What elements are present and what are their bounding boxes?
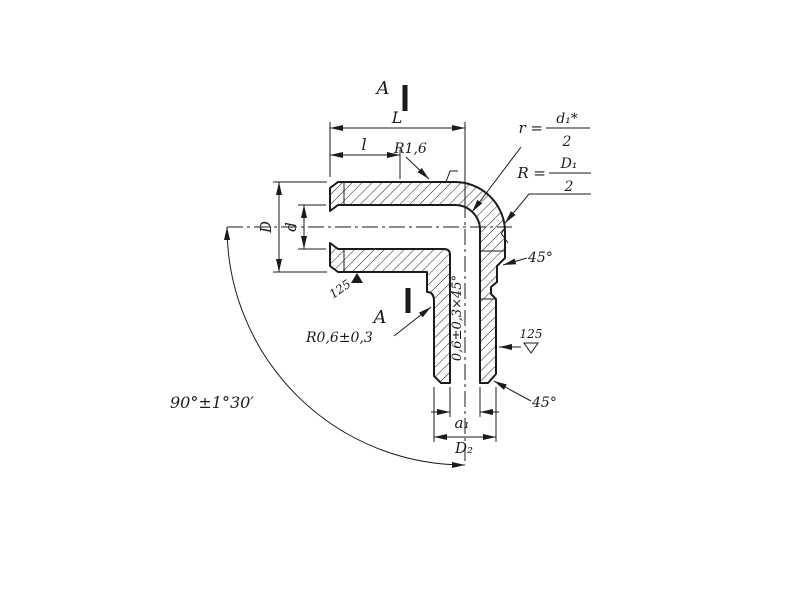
section-label-top: A [375, 78, 390, 99]
formula-R-numerator: D₁ [560, 156, 578, 172]
dim-D-label: D [257, 221, 275, 234]
dim-L-label: L [391, 108, 403, 127]
roughness-left-triangle-icon [351, 273, 363, 283]
dim-R16-label: R1,6 [393, 141, 427, 157]
roughness-right: 125 [499, 327, 543, 354]
dimension-chamfer-top: 45° [502, 250, 553, 266]
formula-r-numerator: d₁* [556, 111, 578, 127]
chamfer-top-label: 45° [527, 250, 553, 266]
dimension-l: l [330, 135, 401, 179]
bore-chamfer-label: 0,6±0,3×45° [450, 275, 465, 361]
dimension-R16: R1,6 [393, 141, 458, 183]
roughness-check-corner-icon [500, 226, 509, 244]
formula-inner-radius: r = d₁* 2 [471, 111, 590, 213]
dimension-axis-angle: 90°±1°30′ [170, 226, 466, 468]
formula-R-lhs: R = [516, 164, 546, 182]
dimension-R06: R0,6±0,3 [305, 306, 432, 346]
dim-d-label: d [282, 222, 300, 232]
formula-R-denominator: 2 [564, 179, 574, 195]
axis-angle-label: 90°±1°30′ [170, 393, 254, 412]
upper-wall-section [329, 181, 506, 384]
formula-r-denominator: 2 [562, 134, 572, 150]
roughness-left: 125 [327, 273, 363, 301]
formula-r-lhs: r = [518, 119, 543, 137]
chamfer-bottom-label: 45° [531, 395, 557, 411]
dim-R06-label: R0,6±0,3 [305, 330, 373, 346]
section-label-bottom: A [372, 307, 387, 328]
dim-D2-label: D₂ [454, 439, 473, 457]
roughness-right-triangle-icon [523, 342, 539, 354]
dim-l-label: l [361, 135, 366, 154]
roughness-right-value: 125 [520, 327, 543, 341]
formula-outer-radius: R = D₁ 2 [504, 156, 591, 224]
lower-wall-section [329, 242, 451, 384]
dimension-L: L [329, 108, 466, 210]
roughness-left-value: 125 [327, 277, 354, 302]
roughness-check-top-icon [445, 170, 458, 183]
dimension-chamfer-bottom: 45° [493, 380, 557, 411]
dim-a1-label: a₁ [455, 414, 470, 432]
